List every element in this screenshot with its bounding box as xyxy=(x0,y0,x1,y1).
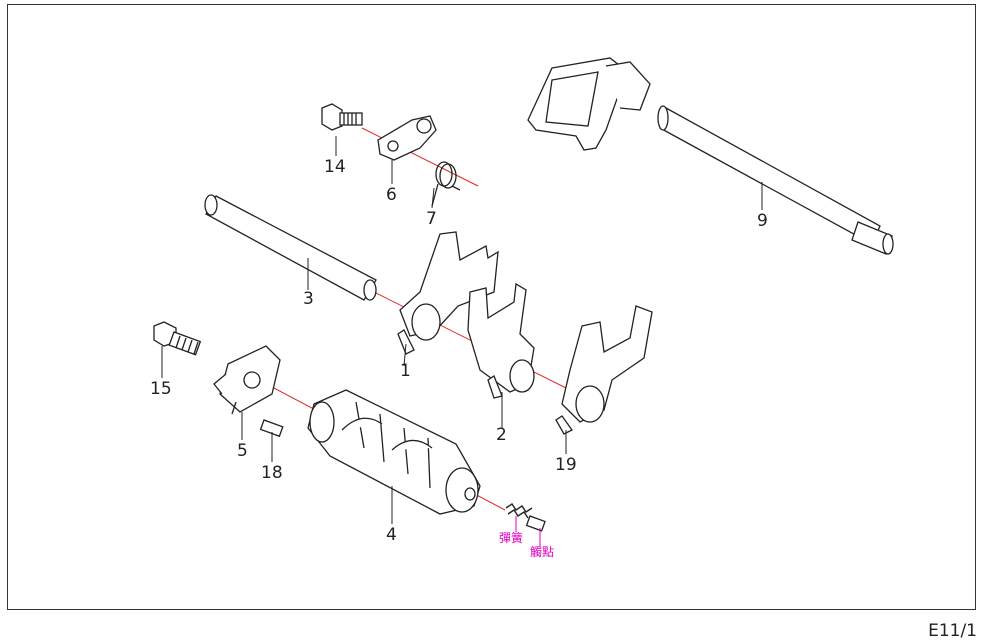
part-19-shift-fork[interactable] xyxy=(555,305,653,435)
part-6-plate[interactable] xyxy=(377,115,437,161)
page-code: E11/1 xyxy=(928,621,977,641)
part-5-cam-plate[interactable] xyxy=(213,345,281,415)
label-detent: 觸點 xyxy=(530,544,554,559)
part-18-pin[interactable] xyxy=(259,419,284,438)
label-part-15: 15 xyxy=(150,379,172,399)
part-15-bolt[interactable] xyxy=(153,321,202,356)
part-labels: 14 6 7 9 3 1 2 19 15 5 18 4 彈簧 觸點 xyxy=(150,157,768,559)
label-part-19: 19 xyxy=(555,455,577,475)
part-3-fork-shaft[interactable] xyxy=(204,194,377,301)
label-part-4: 4 xyxy=(386,525,397,545)
label-part-2: 2 xyxy=(496,425,507,445)
part-14-bolt[interactable] xyxy=(321,103,363,131)
detent-pin[interactable] xyxy=(525,515,546,532)
leader-lines xyxy=(161,136,763,546)
label-part-3: 3 xyxy=(303,289,314,309)
part-2-shift-fork[interactable] xyxy=(467,282,535,399)
part-9-shift-shaft[interactable] xyxy=(527,57,894,255)
part-4-shift-drum[interactable] xyxy=(307,389,481,515)
label-part-1: 1 xyxy=(400,361,411,381)
label-part-7: 7 xyxy=(426,209,437,229)
label-part-14: 14 xyxy=(324,157,346,177)
label-part-18: 18 xyxy=(261,463,283,483)
label-part-5: 5 xyxy=(237,441,248,461)
label-part-6: 6 xyxy=(386,185,397,205)
label-part-9: 9 xyxy=(757,211,768,231)
part-1-shift-fork[interactable] xyxy=(397,231,499,355)
label-spring: 彈簧 xyxy=(499,530,523,545)
diagram-frame xyxy=(7,4,976,610)
part-7-spring[interactable] xyxy=(431,161,461,207)
detent-spring[interactable] xyxy=(505,503,533,519)
